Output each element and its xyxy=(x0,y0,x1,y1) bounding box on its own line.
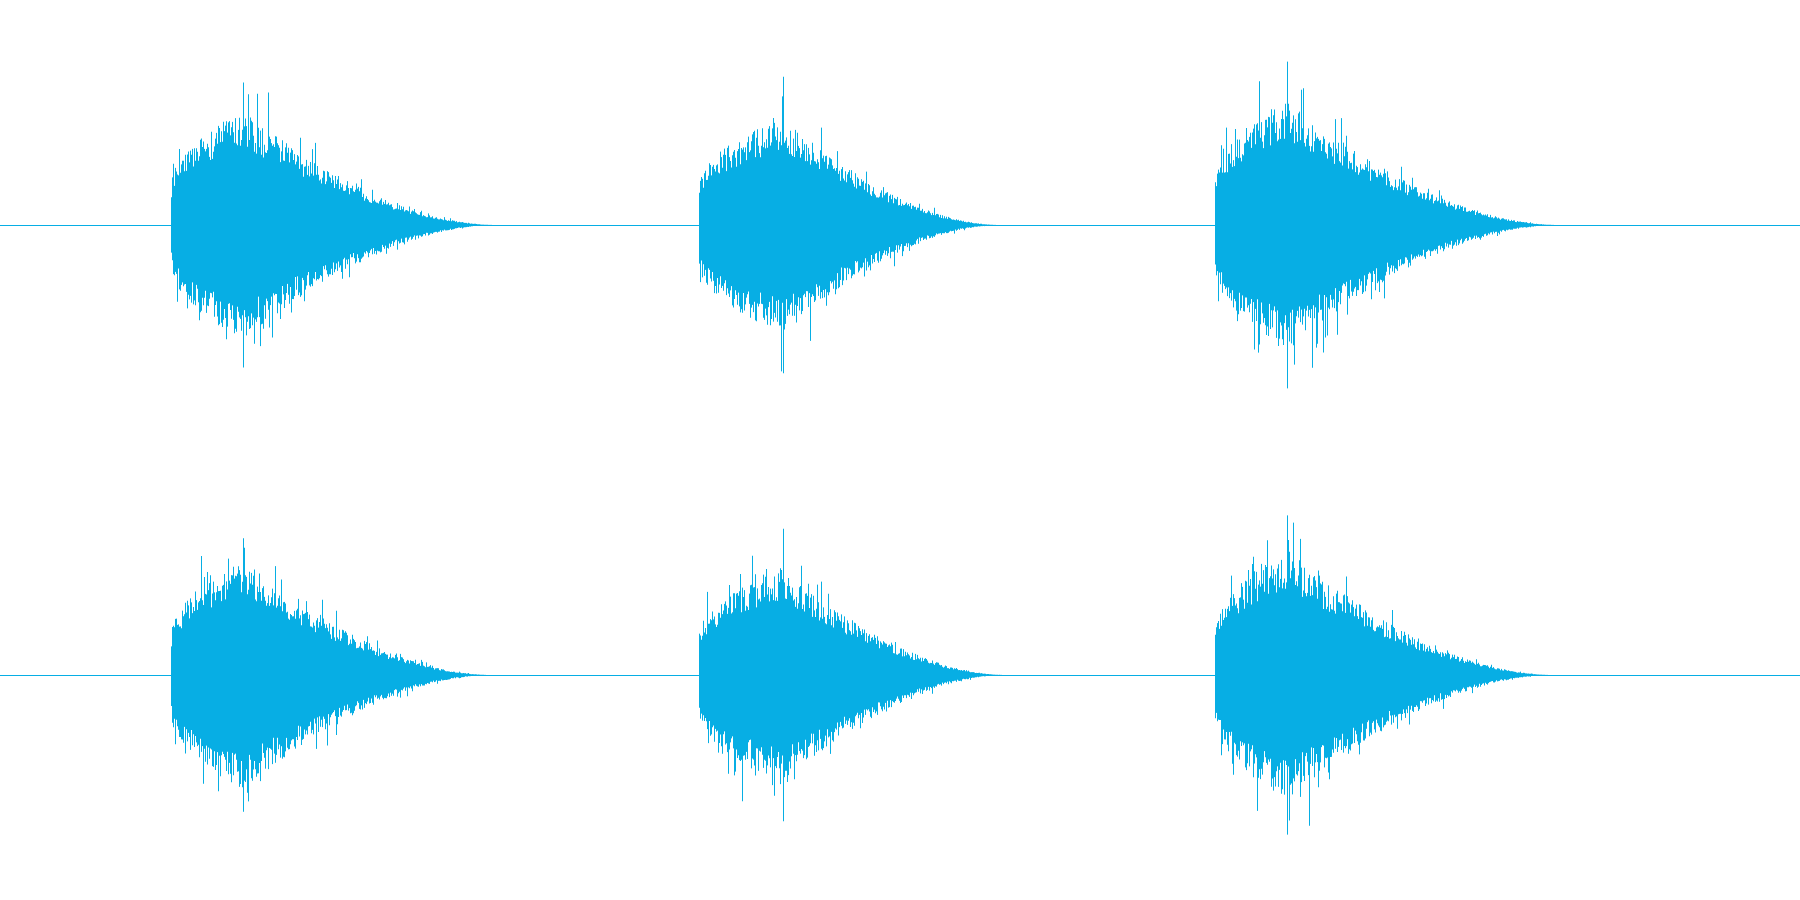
waveform-burst-path xyxy=(1215,515,1549,835)
waveform-burst xyxy=(171,538,487,812)
waveform-burst xyxy=(699,528,1002,822)
channel-1 xyxy=(0,61,1800,389)
waveform-burst xyxy=(1215,515,1549,835)
waveform-burst-path xyxy=(1215,61,1554,389)
waveform-burst xyxy=(1215,61,1554,389)
channel-2 xyxy=(0,515,1800,835)
waveform-burst-path xyxy=(699,528,1002,822)
waveform-burst-path xyxy=(171,538,487,812)
waveform-burst xyxy=(699,76,996,374)
waveform-burst-path xyxy=(699,76,996,374)
waveform-burst xyxy=(171,82,492,368)
waveform-burst-path xyxy=(171,82,492,368)
